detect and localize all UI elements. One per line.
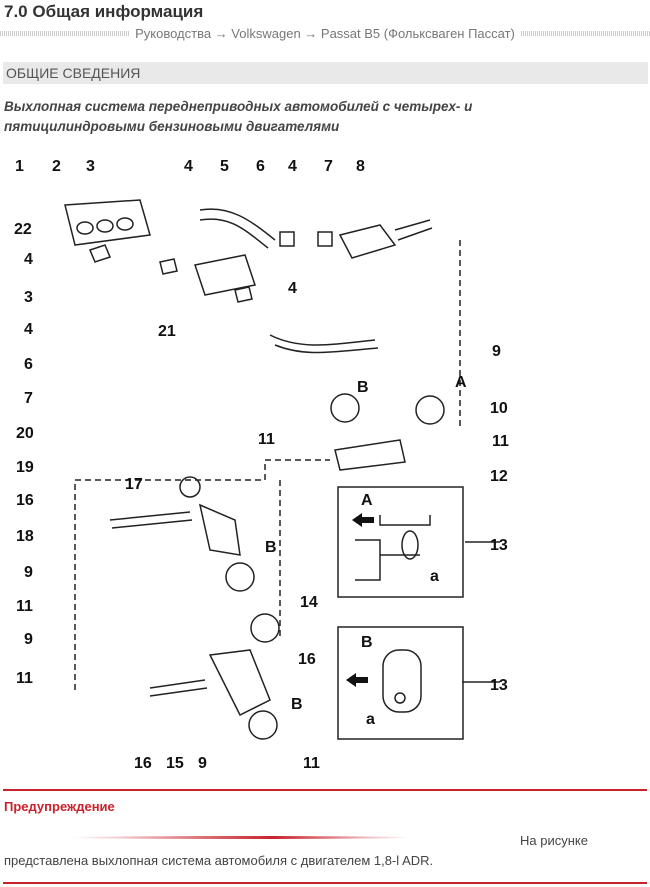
diagram-drawing: [64, 199, 500, 740]
arrow-left-icon: [352, 513, 374, 527]
callout-label: 21: [158, 323, 176, 340]
callout-label: 4: [288, 280, 297, 297]
diagram-caption: Выхлопная система переднеприводных автом…: [4, 99, 473, 134]
callout-label: 18: [16, 528, 34, 545]
callout-label: 11: [16, 598, 33, 615]
divider: [0, 30, 130, 36]
callout-label: B: [291, 696, 303, 713]
callout-label: 4: [24, 251, 33, 268]
callout-label: 8: [356, 158, 365, 175]
divider: [3, 882, 647, 884]
callout-label: 13: [490, 677, 508, 694]
callout-label: 16: [16, 492, 34, 509]
callout-label: B: [357, 379, 369, 396]
callout-label: 17: [125, 476, 143, 493]
callout-label: 3: [24, 289, 33, 306]
divider: [3, 789, 647, 791]
section-header: ОБЩИЕ СВЕДЕНИЯ: [3, 62, 648, 84]
callout-label: 1: [15, 158, 24, 175]
callout-label: 9: [24, 564, 33, 581]
callout-label: A: [455, 374, 467, 391]
callout-label: 14: [300, 594, 318, 611]
callout-label: 3: [86, 158, 95, 175]
direction-arrows: [346, 513, 374, 687]
callout-label: a: [366, 711, 375, 728]
callout-label: 2: [52, 158, 61, 175]
divider: [520, 30, 650, 36]
callout-label: 19: [16, 459, 34, 476]
callout-label: 13: [490, 537, 508, 554]
callout-label: 4: [184, 158, 193, 175]
page-title: 7.0 Общая информация: [4, 2, 204, 21]
callout-label: 4: [288, 158, 297, 175]
callout-label: 11: [492, 433, 509, 450]
callout-label: 5: [220, 158, 229, 175]
callout-label: 22: [14, 221, 32, 238]
arrow-left-icon: [346, 673, 368, 687]
breadcrumb-links[interactable]: Руководства → Volkswagen → Passat B5 (Фо…: [135, 25, 515, 41]
callout-label: 9: [24, 631, 33, 648]
callout-label: B: [361, 634, 373, 651]
callout-label: 12: [490, 468, 508, 485]
callout-label: 11: [258, 431, 275, 448]
callout-label: 7: [24, 390, 33, 407]
warning-text: представлена выхлопная система автомобил…: [4, 853, 434, 868]
callout-label: 11: [16, 670, 33, 687]
callout-label: B: [265, 539, 277, 556]
callout-label: 16: [134, 755, 152, 772]
callout-label: 11: [303, 755, 320, 772]
callout-label: 6: [24, 356, 33, 373]
callout-label: 6: [256, 158, 265, 175]
callout-label: a: [430, 568, 439, 585]
callout-label: 4: [24, 321, 33, 338]
decorative-swoosh: [70, 836, 410, 839]
warning-title: Предупреждение: [4, 799, 115, 814]
callout-label: 7: [324, 158, 333, 175]
callout-label: 16: [298, 651, 316, 668]
callout-label: 15: [166, 755, 184, 772]
callout-label: A: [361, 492, 373, 509]
warning-text-start: На рисунке: [520, 833, 588, 848]
callout-label: 9: [492, 343, 501, 360]
callout-label: 10: [490, 400, 508, 417]
callout-label: 20: [16, 425, 34, 442]
breadcrumb: Руководства → Volkswagen → Passat B5 (Фо…: [0, 24, 650, 42]
callout-label: 9: [198, 755, 207, 772]
